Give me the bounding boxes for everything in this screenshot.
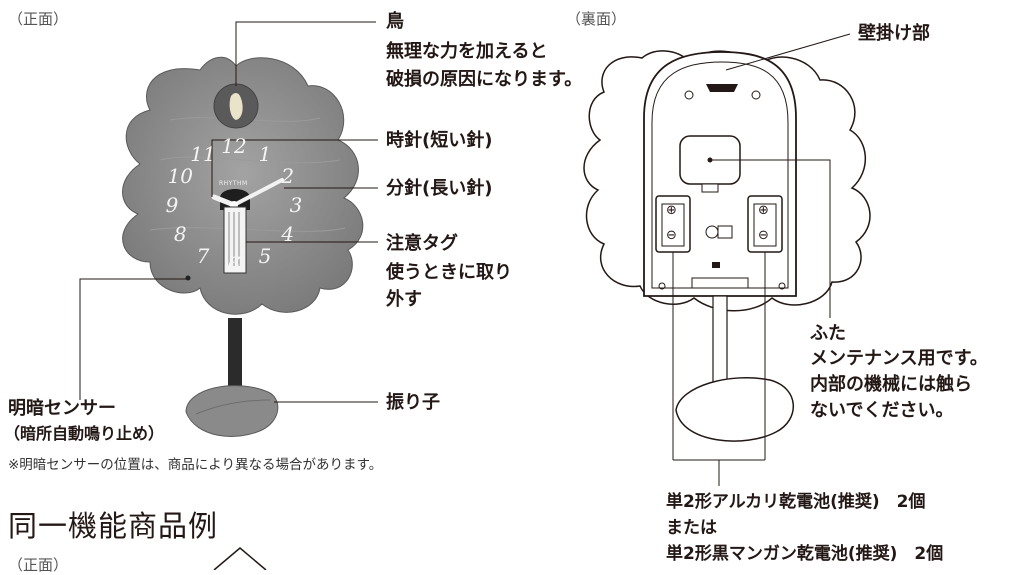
clock-numeral: 5 (258, 244, 272, 268)
light-sensor (185, 275, 191, 281)
back-case-inner (651, 61, 789, 289)
bird-note-line-2: 破損の原因になります。 (386, 69, 583, 90)
cover-label: ふた (810, 323, 846, 344)
screw-hole (658, 282, 666, 290)
caution-tag-note-1: 使うときに取り (386, 262, 512, 283)
clock-numeral: 12 (221, 134, 247, 159)
cover-note-1: メンテナンス用です。 (810, 348, 988, 369)
battery-recommendation-2: 単2形黒マンガン乾電池(推奨) 2個 (666, 544, 944, 564)
leaf-vein (195, 399, 271, 415)
bird-label: 鳥 (386, 11, 404, 32)
battery-or: または (666, 518, 717, 538)
minute-hand (232, 178, 284, 207)
minute-hand-label: 分針(長い針) (386, 178, 493, 199)
light-sensor-label: 明暗センサー (8, 398, 116, 419)
wall-mount-label: 壁掛け部 (858, 23, 930, 44)
brand-logo: RHYTHM (219, 180, 248, 187)
cover-note-3: ないでください。 (810, 400, 954, 421)
clock-numeral: 1 (258, 141, 272, 166)
clock-numeral: 2 (281, 163, 295, 188)
same-function-heading: 同一機能商品例 (8, 509, 219, 543)
switch-icon (717, 225, 733, 239)
back-pendulum-rod (712, 295, 728, 393)
pendulum-rod (228, 318, 242, 392)
battery-left (661, 203, 685, 247)
plus-icon: ⊕ (758, 203, 769, 218)
hour-callout-line (211, 139, 378, 197)
vent (712, 262, 720, 268)
wall-mount-slot (706, 84, 738, 92)
back-view-label: （裏面） (566, 10, 627, 28)
wood-grain (159, 156, 341, 164)
minus-icon: ⊖ (758, 228, 769, 243)
bird-figure (229, 93, 243, 120)
clock-numeral: 11 (190, 141, 216, 166)
pendulum-leaf (185, 385, 279, 437)
plus-icon: ⊕ (666, 203, 677, 218)
cover-center-dot (707, 157, 713, 163)
cover-callout-line (712, 159, 831, 318)
bird-callout-line (235, 21, 376, 86)
front-clock-body (122, 56, 364, 315)
clock-numeral: 3 (289, 193, 303, 217)
wall-mount-callout-line (725, 33, 851, 71)
example-product-outline (213, 547, 267, 570)
caution-tag-label: 注意タグ (386, 233, 458, 254)
hour-hand-label: 時針(短い針) (386, 130, 493, 151)
screw-hole (684, 90, 694, 100)
clock-numeral: 10 (167, 163, 194, 188)
clock-numeral: 9 (165, 193, 179, 217)
clock-numeral: 7 (196, 244, 210, 268)
light-sensor-sublabel: （暗所自動鳴り止め） (4, 424, 165, 443)
pendulum-bracket (691, 277, 749, 289)
example-front-label: （正面） (8, 556, 69, 574)
clock-numeral: 8 (173, 222, 187, 247)
bird-note-line-1: 無理な力を加えると (386, 41, 548, 62)
cover-note-2: 内部の機械には触ら (810, 374, 972, 395)
pendulum-label: 振り子 (386, 392, 440, 413)
battery-right (753, 203, 777, 247)
screw-hole (778, 282, 786, 290)
clock-numeral: 6 (227, 251, 241, 276)
sensor-callout-line (79, 278, 186, 400)
cover-tab (701, 183, 719, 193)
battery-recommendation-1: 単2形アルカリ乾電池(推奨) 2個 (666, 492, 926, 512)
sensor-footnote: ※明暗センサーの位置は、商品により異なる場合があります。 (8, 457, 383, 473)
clock-numeral: 4 (281, 222, 295, 247)
minus-icon: ⊖ (666, 228, 677, 243)
caution-tag-note-2: 外す (386, 289, 422, 310)
back-pendulum-leaf (675, 376, 794, 442)
wood-grain (149, 227, 346, 232)
front-view-label: （正面） (8, 10, 69, 28)
screw-hole (751, 90, 761, 100)
